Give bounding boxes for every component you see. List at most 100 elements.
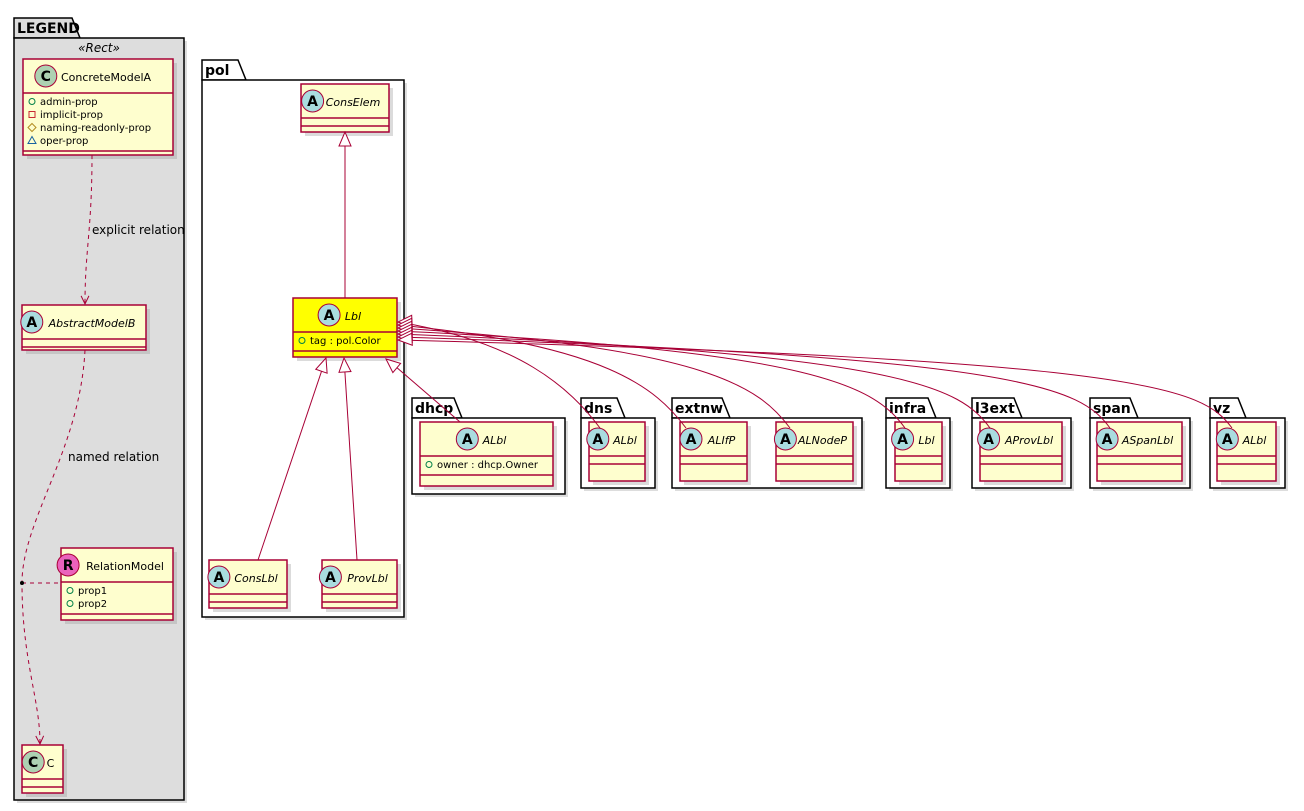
named-relation-label: named relation [68,450,159,464]
class-name: C [47,757,55,770]
class-name: ALbl [482,434,507,447]
class-kind-letter: A [686,432,697,448]
class-Lbl[interactable]: A Lbl [891,421,946,485]
class-kind-letter: A [1222,432,1233,448]
class-ALNodeP[interactable]: A ALNodeP [773,421,857,485]
class-ALbl[interactable]: A ALbl [1215,421,1280,485]
explicit-relation-edge [84,154,93,304]
public-visibility-icon [66,600,74,607]
package-name: vz [1213,401,1230,417]
abstract-icon [317,303,341,327]
class-Lbl[interactable]: A Lbl tag : pol.Color [292,297,401,361]
association-dot [20,581,24,585]
class-AbstractModelB[interactable]: A AbstractModelB [20,304,150,354]
explicit-relation-label: explicit relation [92,223,185,237]
class-ALIfP[interactable]: A ALIfP [679,421,751,485]
inheritance-edge [257,357,327,561]
package-name: extnw [675,401,723,417]
package-name: l3ext [975,401,1015,417]
abstract-icon [20,310,44,334]
arrow-head-icon [35,735,45,746]
inheritance-arrow-icon [338,356,352,373]
class-kind-letter: A [780,432,791,448]
package-visibility-icon [27,135,37,144]
class-kind-letter: C [41,69,51,85]
class-kind-letter: R [63,558,74,574]
class-kind-letter: A [1102,432,1113,448]
class-AProvLbl[interactable]: A AProvLbl [977,421,1066,485]
class-name: ALNodeP [797,434,847,447]
class-kind-letter: A [983,432,994,448]
attribute: tag : pol.Color [310,336,382,347]
package-name: LEGEND [17,21,80,37]
class-name: ASpanLbl [1121,434,1173,447]
inheritance-edge [397,336,1111,429]
package-name: pol [205,63,229,79]
inheritance-arrow-icon [314,356,328,374]
class-ProvLbl[interactable]: A ProvLbl [318,559,401,612]
class-name: ConsElem [326,96,381,109]
abstract-icon [207,565,231,589]
class-kind-letter: A [26,315,37,331]
inheritance-arrow-icon [338,130,352,147]
abstract-icon [679,427,703,451]
class-name: AProvLbl [1004,434,1053,447]
private-visibility-icon [28,111,36,118]
class-name: ALIfP [707,434,736,447]
class-icon [21,750,45,774]
public-visibility-icon [28,98,36,105]
inheritance-edge [397,330,906,429]
class-ConsElem[interactable]: A ConsElem [300,83,393,136]
class-kind-letter: A [592,432,603,448]
package-name: span [1093,401,1131,417]
abstract-icon [773,427,797,451]
attribute: admin-prop [40,97,98,108]
inheritance-edge [387,359,461,423]
class-kind-letter: A [324,308,335,324]
class-ALbl[interactable]: A ALbl owner : dhcp.Owner [419,421,557,490]
class-name: Lbl [345,310,361,323]
class-kind-letter: A [462,432,473,448]
legend-stereotype: «Rect» [78,41,120,55]
inheritance-arrow-icon [385,358,402,374]
abstract-icon [1215,427,1239,451]
public-visibility-icon [298,337,306,344]
class-kind-letter: C [28,755,38,771]
abstract-icon [301,89,325,113]
class-name: ConcreteModelA [61,71,152,84]
class-kind-letter: A [213,570,224,586]
class-name: Lbl [918,434,934,447]
class-ConsLbl[interactable]: A ConsLbl [207,559,291,612]
class-ALbl[interactable]: A ALbl [586,421,649,485]
class-kind-letter: A [325,570,336,586]
inheritance-edge [397,333,991,429]
public-visibility-icon [66,587,74,594]
class-kind-letter: A [307,94,318,110]
abstract-icon [977,427,1001,451]
attribute: implicit-prop [40,110,103,121]
attribute: prop1 [78,586,107,597]
package-legend: LEGEND [13,17,187,803]
class-name: ConsLbl [234,572,277,585]
package-name: infra [889,401,926,417]
protected-visibility-icon [27,122,37,133]
inheritance-edge [397,339,1233,429]
attribute: owner : dhcp.Owner [437,460,539,471]
class-kind-letter: A [897,432,908,448]
class-name: ALbl [1242,434,1267,447]
inheritance-edge [343,357,358,561]
class-name: ALbl [612,434,637,447]
abstract-icon [586,427,610,451]
abstract-icon [318,565,342,589]
class-name: AbstractModelB [48,317,136,330]
abstract-icon [455,427,479,451]
inheritance-edge [397,324,687,429]
package-name: dhcp [415,401,453,417]
class-name: RelationModel [86,560,164,573]
inheritance-arrow-icon [396,332,413,346]
class-ASpanLbl[interactable]: A ASpanLbl [1095,421,1186,485]
class-name: ProvLbl [347,572,388,585]
